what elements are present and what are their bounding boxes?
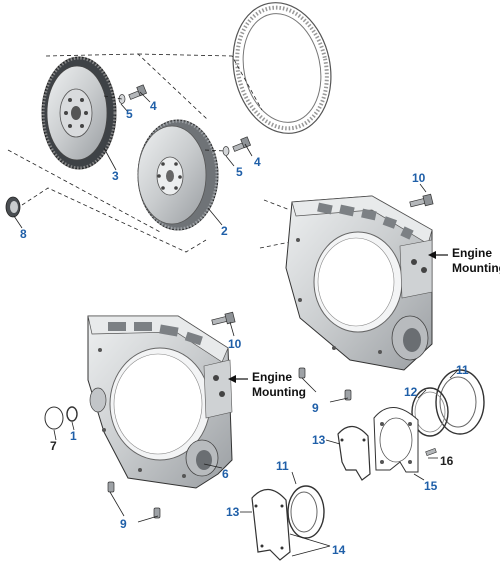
callout-11: 11 (276, 459, 289, 473)
engine-mounting-label: Engine Mounting (252, 370, 306, 400)
callout-14: 14 (332, 543, 346, 557)
washer-icon (118, 94, 126, 104)
callout-7: 7 (50, 439, 57, 453)
callout-13: 13 (226, 505, 240, 519)
arrow-icon (428, 251, 448, 259)
dowel-icon (107, 367, 352, 519)
oil-seal-icon (287, 485, 325, 539)
callout-4: 4 (150, 99, 157, 113)
caption-line: Mounting (452, 261, 500, 275)
oil-seal-icon (411, 369, 485, 437)
callout-16: 16 (440, 454, 454, 468)
flywheel-icon (41, 56, 117, 170)
flywheel-housing-icon (285, 195, 433, 371)
callout-9: 9 (120, 517, 127, 531)
callout-3: 3 (112, 169, 119, 183)
callout-10: 10 (228, 337, 242, 351)
callout-8: 8 (20, 227, 27, 241)
dowel-icon (44, 406, 64, 430)
callout-10: 10 (412, 171, 426, 185)
bolt-icon (211, 311, 236, 326)
callout-11: 11 (456, 363, 469, 377)
callout-1: 1 (70, 429, 77, 443)
bolt-icon (425, 448, 437, 456)
callout-13: 13 (312, 433, 326, 447)
caption-line: Engine (452, 246, 493, 260)
flywheel-icon (137, 119, 219, 231)
leader-lines (13, 91, 459, 557)
ring-gear-icon (232, 2, 332, 134)
gasket-icon (251, 488, 291, 561)
callout-9: 9 (312, 401, 319, 415)
engine-mounting-label: Engine Mounting (452, 246, 500, 276)
washer-icon (66, 406, 78, 422)
callout-15: 15 (424, 479, 438, 493)
bolt-icon (128, 84, 148, 100)
oil-seal-icon (5, 196, 21, 218)
caption-line: Engine (252, 370, 293, 384)
callout-6: 6 (222, 467, 229, 481)
seal-retainer-icon (373, 407, 419, 473)
bolt-icon (409, 193, 434, 208)
callout-2: 2 (221, 224, 228, 238)
arrow-icon (228, 375, 248, 383)
assembly-lines (7, 53, 301, 253)
callout-4: 4 (254, 155, 261, 169)
callout-5: 5 (236, 165, 243, 179)
gasket-icon (337, 425, 371, 481)
callout-5: 5 (126, 107, 133, 121)
caption-line: Mounting (252, 385, 306, 399)
flywheel-housing-icon (87, 315, 233, 489)
bolt-icon (232, 136, 252, 152)
callout-12: 12 (404, 385, 418, 399)
